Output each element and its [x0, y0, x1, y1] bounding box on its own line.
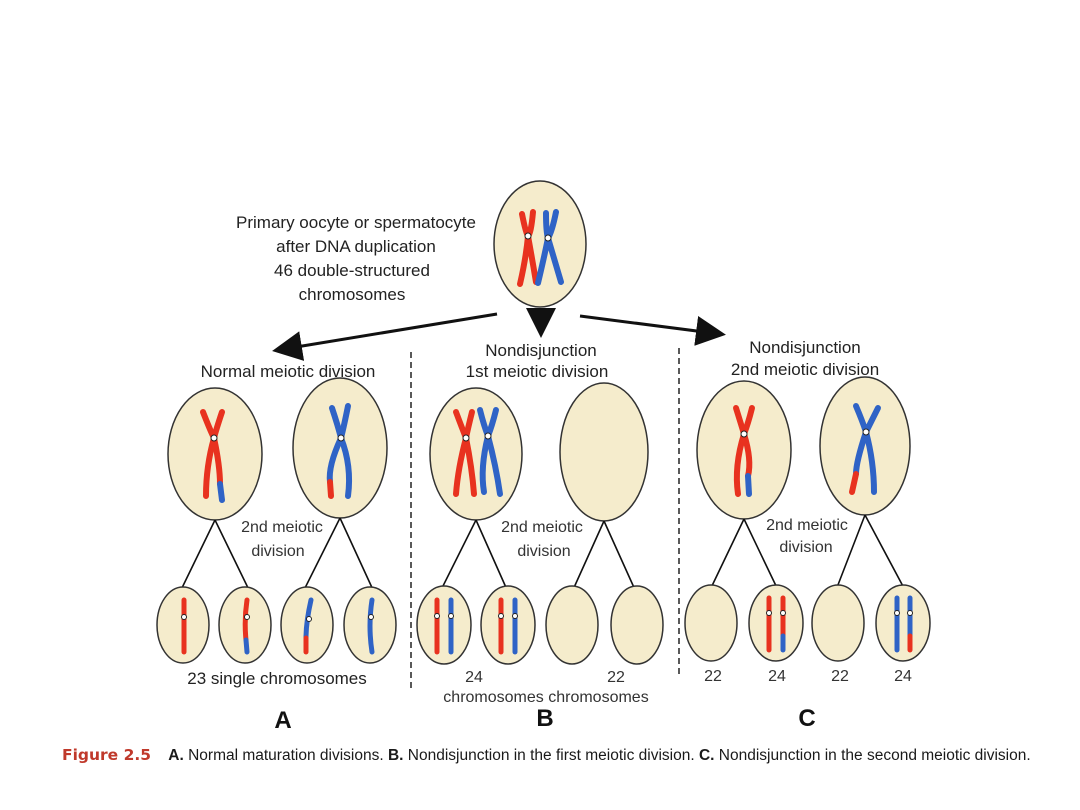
panel-c-heading-line1: Nondisjunction: [749, 338, 861, 357]
panel-c-gamete-1: [684, 584, 738, 662]
panel-a-division-line2: division: [251, 543, 304, 560]
panel-c-count-2: 24: [768, 668, 786, 685]
top-label-line3: 46 double-structured: [274, 261, 430, 280]
division-arrows: [272, 308, 726, 361]
primary-cell: [493, 180, 587, 308]
caption-a-text: Normal maturation divisions.: [183, 747, 388, 764]
panel-c-gamete-4: [875, 584, 931, 662]
panel-b-heading-line1: Nondisjunction: [485, 341, 597, 360]
panel-a-gamete-4: [343, 586, 397, 664]
caption-c-letter: C.: [698, 747, 715, 764]
caption-c-text: Nondisjunction in the second meiotic div…: [714, 747, 1031, 764]
panel-c-cell-paternal: [819, 376, 911, 516]
panel-a-gamete-3: [280, 586, 334, 664]
panel-b-gamete-2: [480, 585, 536, 665]
panel-c-heading-line2: 2nd meiotic division: [731, 360, 879, 379]
panel-c-cell-maternal: [696, 380, 792, 520]
panel-c-count-4: 24: [894, 668, 912, 685]
panel-c-division-line2: division: [779, 539, 832, 556]
panel-b-cell-double: [429, 387, 523, 521]
panel-c-count-1: 22: [704, 668, 722, 685]
panel-c-division-line1: 2nd meiotic: [766, 517, 848, 534]
panel-a-cell-paternal: [292, 377, 388, 519]
caption-b-letter: B.: [387, 747, 404, 764]
panel-a-cell-maternal: [167, 387, 263, 521]
panel-a-result: 23 single chromosomes: [187, 669, 367, 688]
panel-b-count-right: 22: [607, 669, 625, 686]
arrow-to-a: [272, 312, 498, 361]
top-label-line4: chromosomes: [299, 285, 406, 304]
panel-a-heading: Normal meiotic division: [201, 362, 376, 381]
panel-a-division-line1: 2nd meiotic: [241, 519, 323, 536]
panel-b-result: chromosomes chromosomes: [443, 689, 648, 706]
figure-caption: Figure 2.5 A. Normal maturation division…: [62, 742, 1042, 769]
arrow-to-c: [579, 314, 726, 346]
panel-a-gamete-1: [156, 586, 210, 664]
top-label-line1: Primary oocyte or spermatocyte: [236, 213, 476, 232]
panel-c-count-3: 22: [831, 668, 849, 685]
panel-b-division-line1: 2nd meiotic: [501, 519, 583, 536]
branch-lines: [179, 514, 906, 593]
panel-a-gamete-2: [218, 586, 272, 664]
panel-b-gamete-3: [545, 585, 599, 665]
panel-b-letter: B: [536, 705, 553, 732]
panel-b-gamete-1: [416, 585, 472, 665]
caption-a-letter: A.: [168, 747, 184, 764]
panel-b-heading-line2: 1st meiotic division: [466, 362, 609, 381]
panel-a-letter: A: [274, 707, 291, 734]
top-label-line2: after DNA duplication: [276, 237, 436, 256]
panel-b-gamete-4: [610, 585, 664, 665]
panel-c-letter: C: [798, 705, 815, 732]
panel-b-cell-empty: [559, 382, 649, 522]
panel-b-division-line2: division: [517, 543, 570, 560]
panel-b-count-left: 24: [465, 669, 483, 686]
panel-c-gamete-3: [811, 584, 865, 662]
figure-label: Figure 2.5: [62, 746, 152, 764]
panel-c-gamete-2: [748, 584, 804, 662]
caption-b-text: Nondisjunction in the first meiotic divi…: [403, 747, 699, 764]
